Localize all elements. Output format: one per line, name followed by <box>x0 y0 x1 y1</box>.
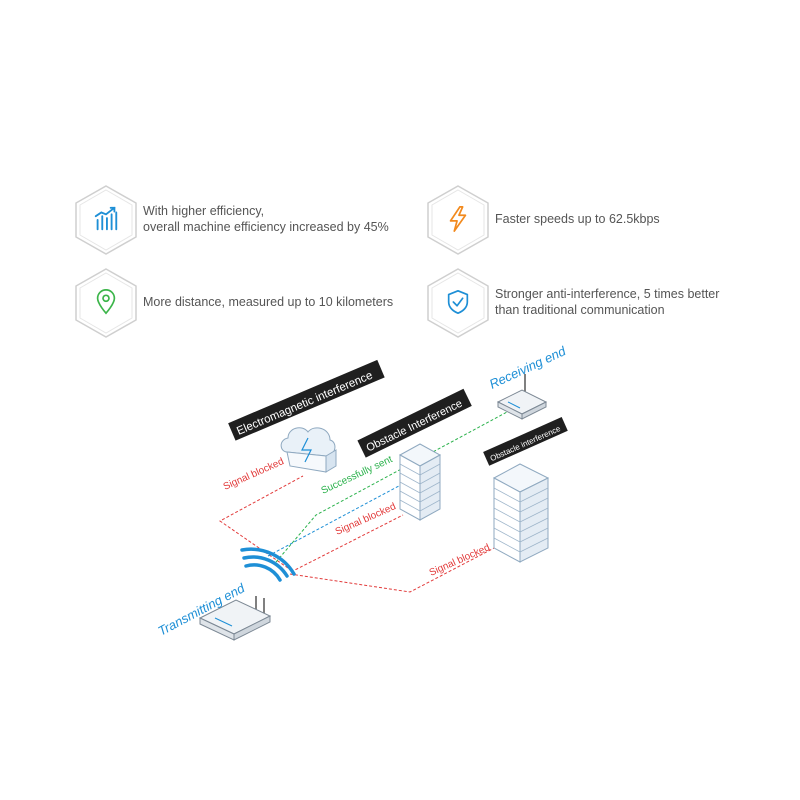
transmitting-device <box>198 596 272 641</box>
feature-text-line: More distance, measured up to 10 kilomet… <box>143 295 394 309</box>
hexagon-badge <box>427 268 489 338</box>
communication-diagram: Electromagnetic interference Obstacle In… <box>155 343 569 641</box>
label-signal-blocked-obstacle-1: Signal blocked <box>334 501 398 538</box>
feature-text-line: Faster speeds up to 62.5kbps <box>495 212 660 226</box>
hexagon-badge <box>75 268 137 338</box>
bar-chart-trend-icon <box>94 206 118 231</box>
label-obstacle-1: Obstacle Interference <box>365 398 465 455</box>
feature-text-line: With higher efficiency, <box>143 204 265 218</box>
label-receiving-end: Receiving end <box>487 343 569 392</box>
receiving-device <box>496 374 548 420</box>
signal-path-blocked-obstacle-1 <box>290 514 404 573</box>
lightning-icon <box>449 206 467 232</box>
obstacle-building-2 <box>492 463 550 563</box>
shield-check-icon <box>447 289 469 315</box>
wifi-signal-icon <box>240 547 296 582</box>
feature-text-line: Stronger anti-interference, 5 times bett… <box>495 287 720 301</box>
signal-path-success <box>275 404 521 563</box>
signal-path-transmit <box>267 479 411 557</box>
feature-text-line: than traditional communication <box>495 303 665 317</box>
cloud-icon <box>280 427 337 473</box>
label-em-interference: Electromagnetic interference <box>235 370 374 438</box>
hexagon-badge <box>427 185 489 255</box>
tag-obstacle-2: Obstacle interference <box>483 417 568 466</box>
tag-em-interference: Electromagnetic interference <box>228 359 385 441</box>
label-signal-blocked-em: Signal blocked <box>222 456 286 493</box>
feature-text-line: overall machine efficiency increased by … <box>143 220 389 234</box>
label-obstacle-2: Obstacle interference <box>489 424 563 463</box>
location-pin-icon <box>96 289 116 315</box>
label-signal-blocked-obstacle-2: Signal blocked <box>428 542 492 579</box>
obstacle-building-1 <box>398 443 442 521</box>
signal-path-blocked-obstacle-2 <box>289 546 497 593</box>
